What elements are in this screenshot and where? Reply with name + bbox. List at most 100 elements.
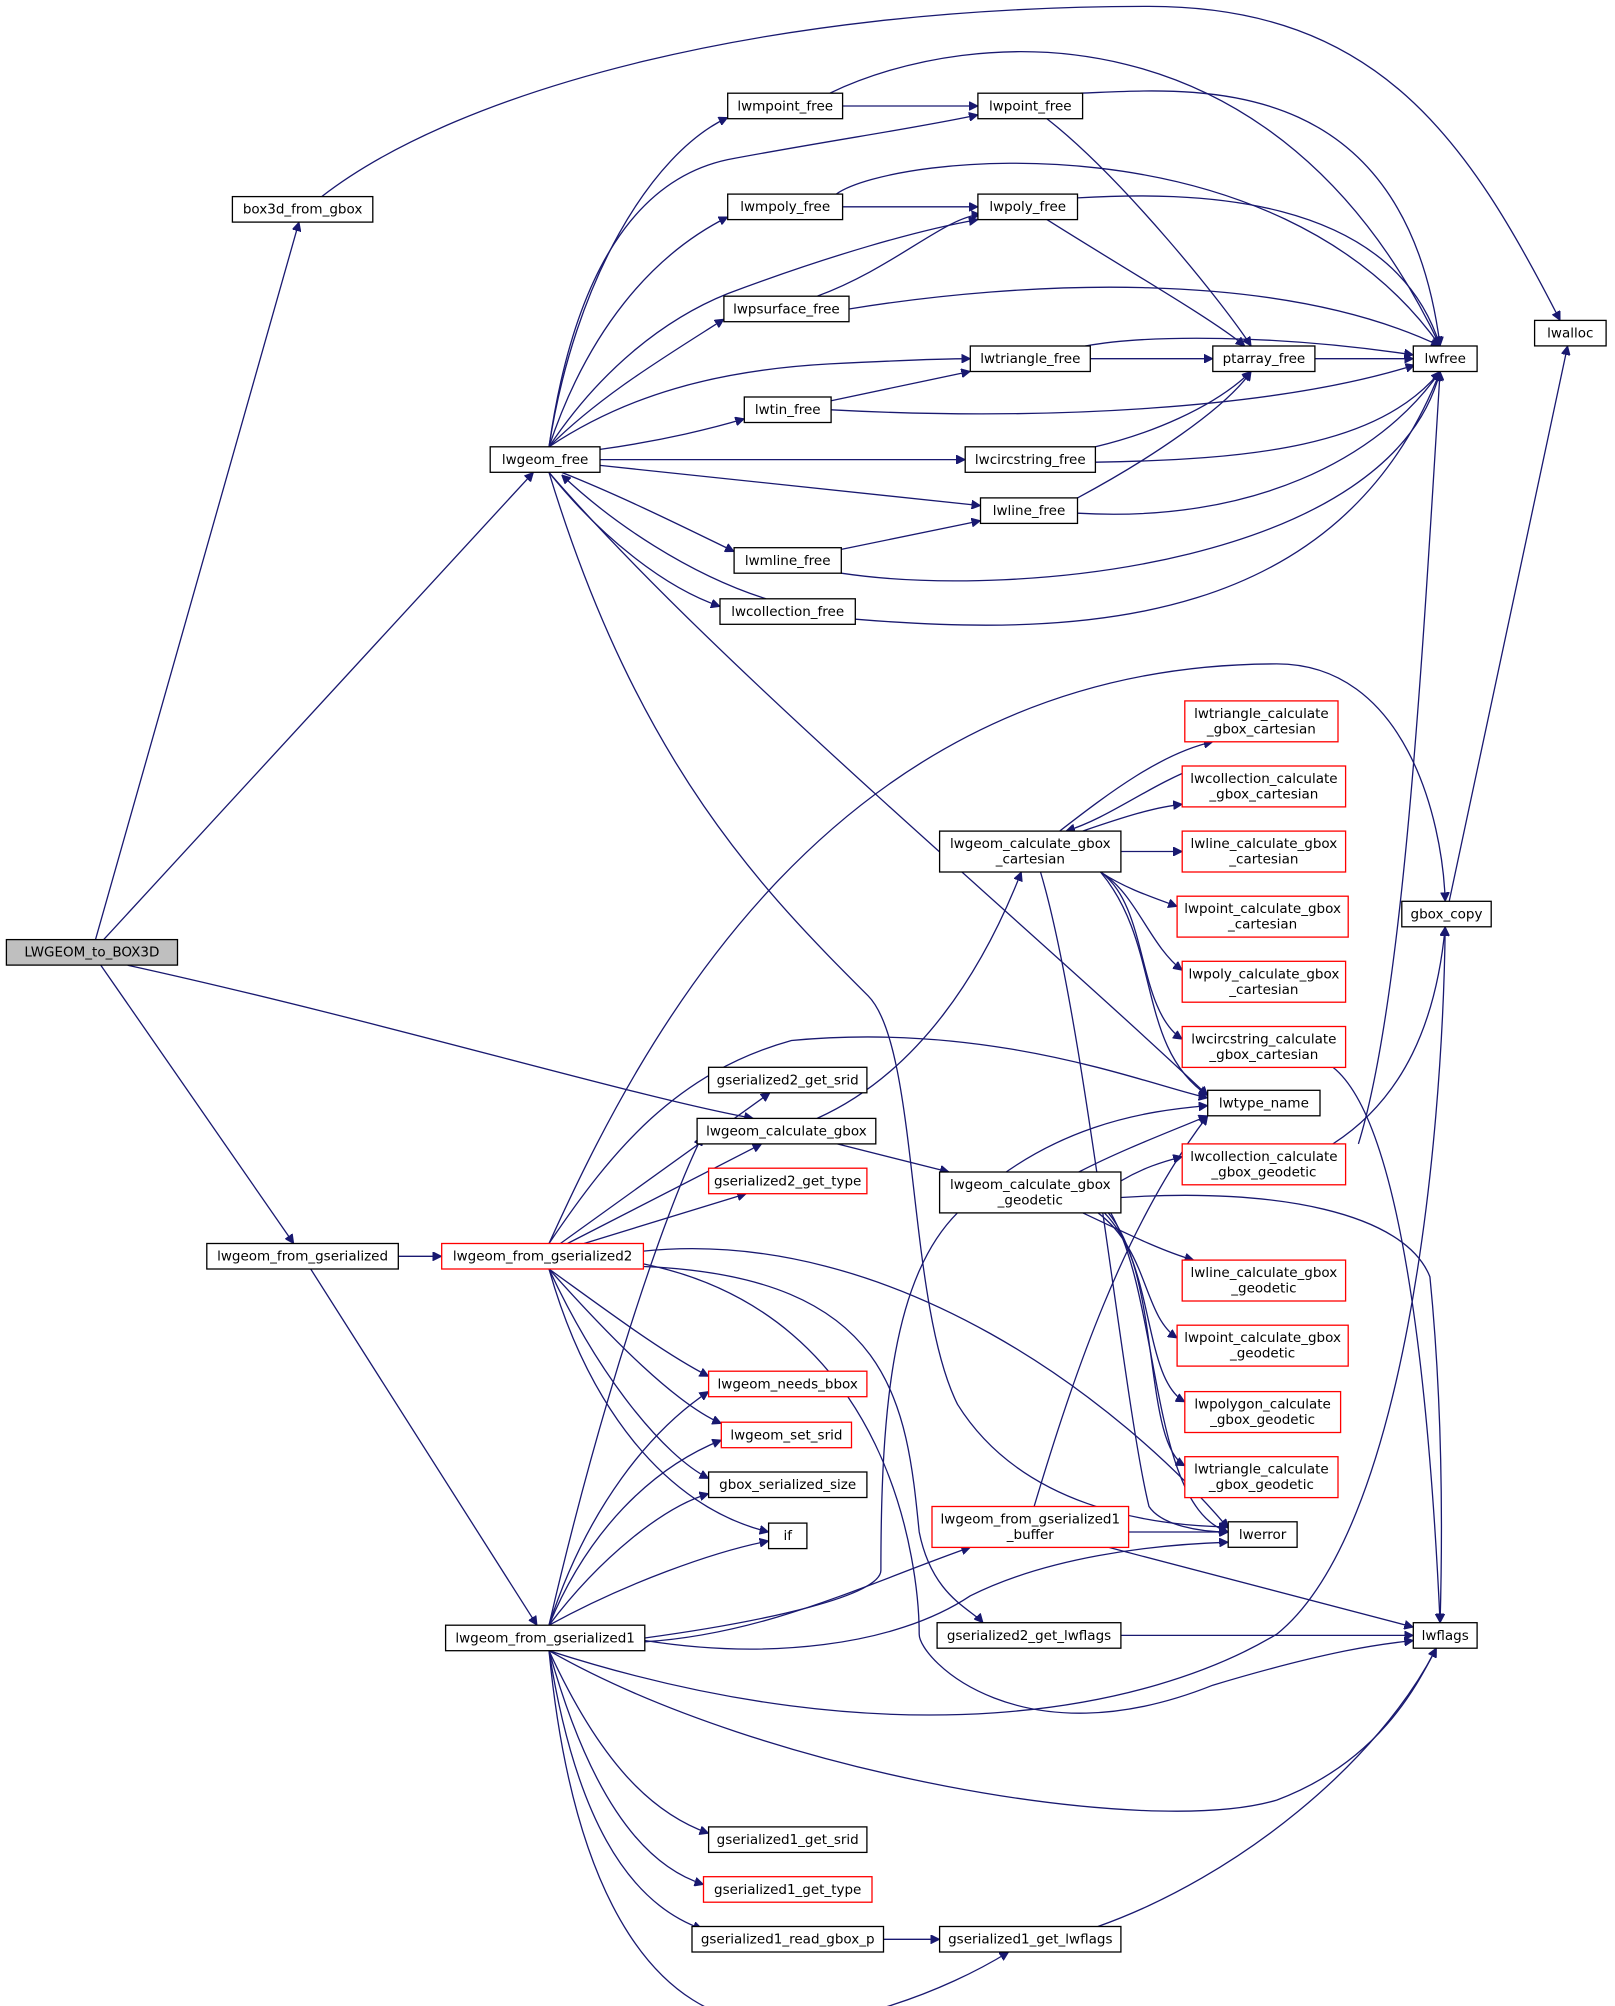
node-lwpoint_calculate_gbox_cartesian[interactable]: lwpoint_calculate_gbox_cartesian	[1176, 895, 1349, 938]
node-label: _gbox_cartesian	[1208, 787, 1318, 803]
node-lwline_free[interactable]: lwline_free	[979, 497, 1079, 525]
node-lwtriangle_calculate_gbox_cartesian[interactable]: lwtriangle_calculate_gbox_cartesian	[1184, 700, 1339, 743]
node-lwgeom_calculate_gbox[interactable]: lwgeom_calculate_gbox	[696, 1117, 877, 1145]
node-lwtriangle_calculate_gbox_geodetic[interactable]: lwtriangle_calculate_gbox_geodetic	[1184, 1456, 1339, 1499]
node-lwgeom_from_gserialized1[interactable]: lwgeom_from_gserialized1	[444, 1624, 646, 1652]
node-box	[1412, 345, 1478, 373]
edge-path	[841, 372, 1440, 582]
edge-lwgeom_from_gserialized1-to-lwflags	[548, 1648, 1437, 1812]
node-lwpsurface_free[interactable]: lwpsurface_free	[723, 295, 850, 323]
node-box	[964, 446, 1097, 473]
node-lwline_calculate_gbox_cartesian[interactable]: lwline_calculate_gbox_cartesian	[1181, 830, 1347, 873]
node-label: LWGEOM_to_BOX3D	[24, 945, 159, 961]
edge-lwgeom_from_gserialized2-to-gserialized2_get_type	[583, 1194, 746, 1245]
node-gbox_serialized_size[interactable]: gbox_serialized_size	[707, 1471, 868, 1499]
node-lwcollection_calculate_gbox_geodetic[interactable]: lwcollection_calculate_gbox_geodetic	[1181, 1143, 1347, 1186]
node-lwpoly_calculate_gbox_cartesian[interactable]: lwpoly_calculate_gbox_cartesian	[1181, 960, 1347, 1003]
node-lwgeom_from_gserialized[interactable]: lwgeom_from_gserialized	[206, 1242, 399, 1270]
node-lwpoly_free[interactable]: lwpoly_free	[977, 193, 1079, 221]
edge-path	[1082, 804, 1183, 832]
node-lwgeom_needs_bbox[interactable]: lwgeom_needs_bbox	[707, 1370, 868, 1398]
node-gserialized2_get_srid[interactable]: gserialized2_get_srid	[707, 1066, 868, 1094]
node-lwtriangle_free[interactable]: lwtriangle_free	[969, 345, 1091, 373]
node-lwpolygon_calculate_gbox_geodetic[interactable]: lwpolygon_calculate_gbox_geodetic	[1184, 1390, 1342, 1434]
edge-path	[1077, 372, 1441, 515]
node-box	[1181, 1259, 1347, 1302]
edge-lwgeom_from_gserialized2-to-gserialized2_get_lwflags	[643, 1265, 983, 1623]
edge-lwtriangle_free-to-lwfree	[1085, 337, 1413, 355]
node-gserialized2_get_lwflags[interactable]: gserialized2_get_lwflags	[936, 1622, 1122, 1649]
node-label: _geodetic	[997, 1193, 1063, 1209]
node-gserialized1_get_lwflags[interactable]: gserialized1_get_lwflags	[938, 1925, 1122, 1953]
node-label: _cartesian	[995, 852, 1065, 868]
node-if[interactable]: if	[767, 1522, 808, 1550]
edge-lwmline_free-to-lwfree	[841, 372, 1440, 582]
node-gserialized1_get_srid[interactable]: gserialized1_get_srid	[707, 1826, 868, 1854]
edge-path	[548, 1392, 709, 1626]
edge-path	[548, 1650, 702, 1929]
node-lwgeom_set_srid[interactable]: lwgeom_set_srid	[720, 1421, 853, 1449]
edge-lwgeom_from_gserialized1_buffer-to-lwflags	[1108, 1546, 1413, 1627]
edge-lwpoint_free-to-ptarray_free	[1046, 118, 1252, 346]
edge-path	[548, 1136, 703, 1626]
node-lwmpoint_free[interactable]: lwmpoint_free	[727, 92, 844, 120]
edge-lwgeom_from_gserialized1-to-lwtype_name	[644, 1106, 1208, 1639]
node-lwmline_free[interactable]: lwmline_free	[733, 547, 842, 574]
edge-path	[1085, 337, 1413, 355]
node-gserialized1_read_gbox_p[interactable]: gserialized1_read_gbox_p	[691, 1925, 885, 1953]
node-lwcircstring_calculate_gbox_cartesian[interactable]: lwcircstring_calculate_gbox_cartesian	[1181, 1025, 1347, 1069]
node-box	[1181, 1025, 1347, 1069]
edge-lwgeom_calculate_gbox_geodetic-to-lwtriangle_calculate_gbox_geodetic	[1107, 1212, 1185, 1467]
node-lwgeom_calculate_gbox_cartesian[interactable]: lwgeom_calculate_gbox_cartesian	[938, 830, 1122, 873]
node-lwpoint_free[interactable]: lwpoint_free	[977, 92, 1084, 120]
edge-path	[831, 365, 1415, 415]
node-box	[767, 1522, 808, 1550]
node-lwline_calculate_gbox_geodetic[interactable]: lwline_calculate_gbox_geodetic	[1181, 1259, 1347, 1302]
node-label: lwpsurface_free	[733, 301, 840, 317]
node-box	[720, 1421, 853, 1449]
edge-lwgeom_from_gserialized1-to-gserialized1_get_type	[548, 1650, 704, 1885]
node-lwgeom_free[interactable]: lwgeom_free	[489, 446, 601, 473]
node-label: lwpoly_free	[989, 199, 1066, 215]
node-lwpoint_calculate_gbox_geodetic[interactable]: lwpoint_calculate_gbox_geodetic	[1176, 1324, 1349, 1367]
edge-path	[1100, 871, 1208, 1095]
node-lwflags[interactable]: lwflags	[1412, 1622, 1478, 1649]
node-label: lwgeom_free	[502, 452, 588, 468]
node-lwcollection_calculate_gbox_cartesian[interactable]: lwcollection_calculate_gbox_cartesian	[1181, 765, 1347, 808]
edge-path	[1108, 1546, 1413, 1627]
node-label: lwline_calculate_gbox	[1191, 836, 1338, 852]
node-box3d_from_gbox[interactable]: box3d_from_gbox	[231, 195, 374, 223]
node-lwtype_name[interactable]: lwtype_name	[1207, 1089, 1321, 1117]
node-gserialized1_get_type[interactable]: gserialized1_get_type	[702, 1876, 873, 1903]
node-box	[707, 1066, 868, 1094]
node-lwtin_free[interactable]: lwtin_free	[743, 396, 832, 424]
node-label: lwpolygon_calculate	[1194, 1397, 1331, 1413]
edge-path	[1077, 195, 1441, 346]
node-lwmpoly_free[interactable]: lwmpoly_free	[727, 193, 844, 221]
edge-lwgeom_from_gserialized1-to-gserialized1_read_gbox_p	[548, 1650, 702, 1929]
node-lwgeom_from_gserialized2[interactable]: lwgeom_from_gserialized2	[441, 1242, 645, 1270]
node-lwcollection_free[interactable]: lwcollection_free	[719, 598, 856, 625]
edge-path	[1080, 90, 1440, 346]
node-lwalloc[interactable]: lwalloc	[1533, 319, 1607, 347]
edge-lwgeom_calculate_gbox_cartesian-to-lwcollection_calculate_gbox_cartesian	[1082, 804, 1183, 832]
edge-path	[816, 215, 980, 297]
node-label: lwtriangle_free	[980, 351, 1080, 367]
node-gbox_copy[interactable]: gbox_copy	[1401, 900, 1492, 928]
edge-lwgeom_calculate_gbox_geodetic-to-lwtype_name	[1078, 1116, 1208, 1173]
node-lwerror[interactable]: lwerror	[1227, 1521, 1298, 1548]
edge-lwgeom_from_gserialized2-to-lwgeom_calculate_gbox	[567, 1143, 762, 1245]
node-ptarray_free[interactable]: ptarray_free	[1212, 345, 1316, 373]
edge-path	[548, 1650, 704, 1885]
node-box	[696, 1117, 877, 1145]
node-gserialized2_get_type[interactable]: gserialized2_get_type	[707, 1167, 868, 1195]
edge-lwgeom_free-to-lwline_free	[599, 464, 981, 505]
node-lwcircstring_free[interactable]: lwcircstring_free	[964, 446, 1097, 473]
node-lwfree[interactable]: lwfree	[1412, 345, 1478, 373]
node-label: lwfree	[1424, 351, 1465, 367]
node-lwgeom_from_gserialized1_buffer[interactable]: lwgeom_from_gserialized1_buffer	[931, 1505, 1130, 1549]
node-box	[1227, 1521, 1298, 1548]
node-lwgeom_calculate_gbox_geodetic[interactable]: lwgeom_calculate_gbox_geodetic	[938, 1171, 1122, 1214]
node-LWGEOM_to_BOX3D[interactable]: LWGEOM_to_BOX3D	[5, 938, 179, 966]
node-label: lwflags	[1422, 1628, 1469, 1644]
